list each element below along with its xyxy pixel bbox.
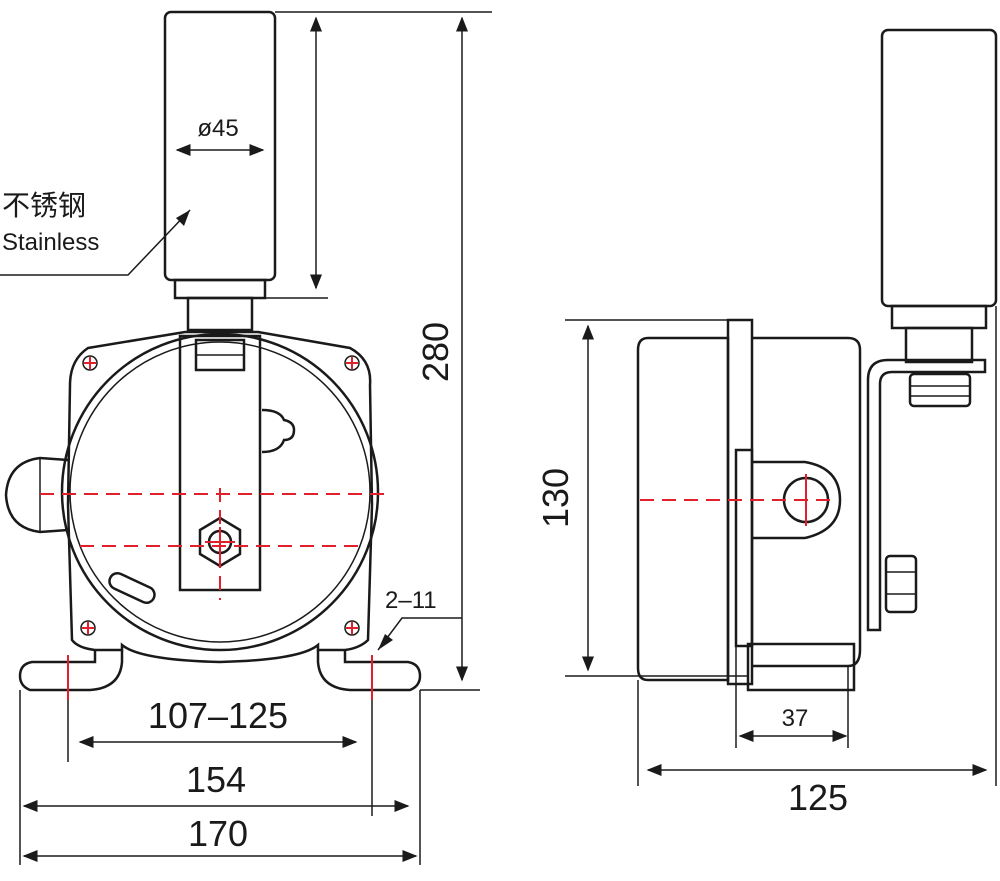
side-cylinder bbox=[880, 28, 998, 308]
housing-ring-outer bbox=[60, 332, 380, 652]
cable-gland bbox=[4, 456, 69, 534]
dim-mount-spacing: 154 bbox=[186, 759, 246, 800]
dim-mount-hole: 2–11 bbox=[385, 587, 437, 614]
slot-icon bbox=[108, 571, 156, 605]
dim-280: 280 bbox=[415, 322, 456, 382]
side-view: 130 37 125 bbox=[535, 28, 998, 818]
dim-side-depth: 125 bbox=[788, 777, 848, 818]
housing-body bbox=[66, 330, 374, 664]
side-body bbox=[636, 336, 730, 682]
dim-130: 130 bbox=[535, 468, 576, 528]
screw-icon bbox=[80, 620, 96, 636]
mounting-foot-left bbox=[18, 650, 124, 692]
material-label-en: Stainless bbox=[2, 229, 99, 256]
housing-ring-inner bbox=[69, 341, 371, 643]
side-foot bbox=[746, 642, 856, 692]
side-flange bbox=[726, 318, 754, 686]
side-cylinder-collar bbox=[890, 304, 988, 330]
dim-diameter: ø45 bbox=[197, 115, 238, 142]
side-plate bbox=[734, 448, 754, 648]
dim-37: 37 bbox=[782, 705, 809, 732]
side-nut bbox=[908, 372, 972, 408]
side-cylinder-neck bbox=[904, 326, 974, 364]
cylinder-neck bbox=[186, 296, 254, 332]
screw-icon bbox=[344, 620, 360, 636]
l-bracket bbox=[866, 358, 987, 632]
stainless-cylinder bbox=[163, 10, 277, 282]
side-bolt bbox=[884, 554, 918, 614]
lever-boss bbox=[752, 460, 842, 540]
dim-base-width: 170 bbox=[188, 813, 248, 854]
mounting-foot-right bbox=[316, 650, 422, 692]
screw-icon bbox=[82, 355, 98, 371]
screw-icon bbox=[344, 355, 360, 371]
dim-mount-range: 107–125 bbox=[148, 695, 288, 736]
material-label-cn: 不锈钢 bbox=[2, 189, 86, 222]
front-view: 280 ø45 不锈钢 Stainless 2–11 107–125 154 1… bbox=[0, 10, 492, 865]
cylinder-collar bbox=[173, 278, 267, 300]
